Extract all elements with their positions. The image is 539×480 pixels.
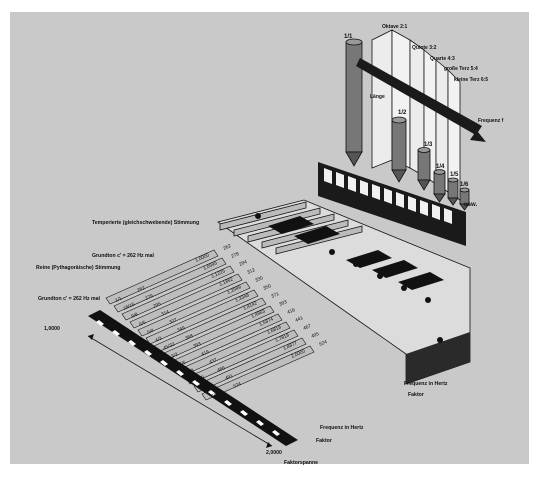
tempered-row-hz: 495	[310, 331, 320, 340]
tempered-row-hz: 393	[278, 299, 288, 308]
pure-row-ratio: 8/5	[178, 359, 187, 367]
pure-row-hz: 262	[136, 285, 146, 294]
pure-row-ratio: 5/4	[146, 327, 155, 335]
tempered-row-factor: 1,7818	[274, 332, 290, 344]
interval-octave: Oktave 2:1	[382, 24, 408, 30]
tempered-row-hz: 524	[318, 339, 328, 348]
pure-row-ratio: 2/1	[210, 391, 219, 399]
ratio-tag-2: 1/2	[398, 110, 407, 116]
tempered-row-factor: 2,0000	[290, 348, 306, 360]
range-start: 1,0000	[44, 326, 60, 332]
pure-row-ratio: 4/3	[154, 335, 163, 343]
pure-row-hz: 466	[216, 365, 226, 374]
tempered-row-factor: 1,0595	[202, 260, 218, 272]
tempered-row-factor: 1,0000	[194, 252, 210, 264]
tempered-row-hz: 262	[222, 243, 232, 252]
pure-row-hz: 279	[144, 293, 154, 302]
tempered-row-hz: 278	[230, 251, 240, 260]
tempered-row-factor: 1,1225	[210, 268, 226, 280]
tube-rows	[105, 249, 315, 401]
interval-minor-third: kleine Terz 6:5	[454, 77, 488, 83]
label-faktorspanne: Faktorspanne	[284, 460, 318, 466]
upper-keys	[324, 168, 452, 224]
label-freq-hz-upper: Frequenz in Hertz	[404, 381, 448, 387]
tempered-row-factor: 1,4983	[250, 308, 266, 320]
tempered-row-factor: 1,5874	[258, 316, 274, 328]
label-freq-hz-lower: Frequenz in Hertz	[320, 425, 364, 431]
pure-row-ratio: 16/9	[194, 374, 205, 383]
tempered-base: Grundton c' = 262 Hz mal	[92, 253, 154, 259]
ratio-tag-1: 1/1	[344, 34, 353, 40]
tempered-row-hz: 312	[246, 267, 256, 276]
tempered-values: 1,0000 1,0595 1,1225 1,1892 1,2599 1,334…	[194, 243, 328, 360]
overtone-tubes	[345, 38, 470, 211]
tempered-row-hz: 371	[270, 291, 280, 300]
pure-row-ratio: 45/32	[162, 341, 176, 351]
pure-row-ratio: 6/5	[138, 319, 147, 327]
pure-values: 1/1 16/15 9/8 6/5 5/4 4/3 45/32 3/2 8/5 …	[114, 285, 242, 400]
label-faktor-lower: Faktor	[316, 438, 332, 444]
tempered-row-factor: 1,8877	[282, 340, 298, 352]
pure-title: Reine (Pythagoräische) Stimmung	[36, 265, 120, 271]
pure-row-ratio: 3/2	[170, 351, 179, 359]
frequency-arrow	[356, 58, 486, 142]
pure-row-ratio: 5/3	[186, 367, 195, 375]
pure-row-ratio: 9/8	[130, 311, 139, 319]
pure-row-ratio: 15/8	[202, 382, 213, 391]
tempered-row-hz: 294	[238, 259, 248, 268]
tempered-row-factor: 1,1892	[218, 276, 234, 288]
pure-row-ratio: 1/1	[114, 295, 123, 303]
pure-row-hz: 349	[176, 325, 186, 334]
pure-row-hz: 437	[208, 357, 218, 366]
interval-fourth: Quarte 4:3	[430, 56, 455, 62]
tempered-row-hz: 330	[254, 275, 264, 284]
tempered-row-hz: 350	[262, 283, 272, 292]
label-laenge: Länge	[370, 94, 385, 100]
pure-row-hz: 419	[200, 349, 210, 358]
ratio-tag-usw: usw.	[464, 202, 477, 208]
interval-fifth: Quinte 3:2	[412, 45, 437, 51]
label-frequenz-arrow: Frequenz f	[478, 118, 504, 124]
tempered-row-factor: 1,4142	[242, 300, 258, 312]
ratio-tag-3: 1/3	[424, 142, 433, 148]
tempered-row-factor: 1,6818	[266, 324, 282, 336]
pure-row-hz: 295	[152, 301, 162, 310]
ratio-tag-4: 1/4	[436, 164, 445, 170]
pure-row-hz: 314	[160, 309, 170, 318]
label-faktor-upper: Faktor	[408, 392, 424, 398]
ratio-tag-5: 1/5	[450, 172, 459, 178]
tempered-row-factor: 1,2599	[226, 284, 242, 296]
interval-major-third: große Terz 5:4	[444, 66, 478, 72]
pure-row-hz: 368	[184, 333, 194, 342]
tempered-row-hz: 416	[286, 307, 296, 316]
tempered-row-hz: 441	[294, 315, 304, 324]
ratio-tag-6: 1/6	[460, 182, 469, 188]
tempered-row-factor: 1,3348	[234, 292, 250, 304]
pure-row-ratio: 16/15	[122, 301, 136, 311]
key-platform	[217, 199, 471, 385]
range-end: 2,0000	[266, 450, 282, 456]
pure-row-hz: 491	[224, 373, 234, 382]
tempered-title: Temperierte (gleichschwebende) Stimmung	[92, 220, 199, 226]
tempered-row-hz: 467	[302, 323, 312, 332]
factor-scale	[87, 310, 298, 448]
pure-row-hz: 393	[192, 341, 202, 350]
pure-row-hz: 524	[232, 381, 242, 390]
pure-row-hz: 327	[168, 317, 178, 326]
pure-base: Grundton c' = 262 Hz mal	[38, 296, 100, 302]
key-dots	[255, 213, 443, 343]
